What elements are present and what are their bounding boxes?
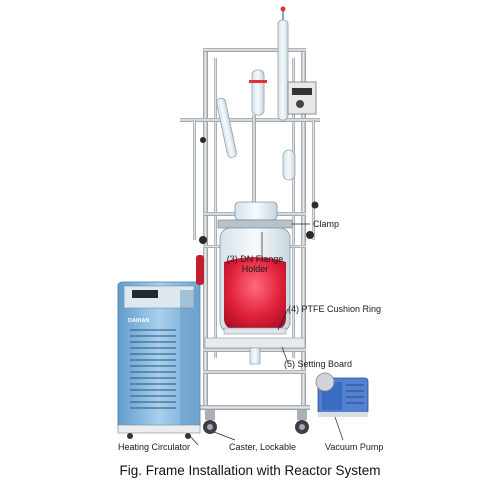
frame-top-bar (203, 48, 306, 52)
label-caster: Caster, Lockable (229, 442, 297, 452)
knob (311, 201, 319, 209)
frame-post-right (301, 48, 306, 410)
figure-caption: Fig. Frame Installation with Reactor Sys… (119, 463, 381, 478)
label-setting-board: (5) Setting Board (284, 359, 353, 369)
side-condenser (216, 97, 237, 158)
circulator-side (180, 290, 200, 430)
liquid (224, 257, 286, 330)
frame-side-rod-right (312, 120, 315, 240)
frame-post-left (203, 48, 208, 410)
circulator-display (132, 290, 158, 298)
glassware-top (216, 6, 317, 225)
cushion-ring (223, 327, 287, 335)
frame-cross-bar-5 (203, 370, 306, 374)
vessel-lid (234, 201, 278, 221)
bulb (282, 149, 296, 181)
frame-post-rear-left (214, 58, 217, 358)
label-dn-flange-holder: (3) DN Flange Holder (226, 254, 284, 274)
knob (199, 236, 207, 244)
frame-base-bar (200, 405, 310, 410)
vacuum-pump (315, 372, 369, 417)
dropping-funnel (251, 69, 265, 116)
label-heating-circulator: Heating Circulator (118, 442, 191, 452)
casters (203, 410, 309, 434)
drain-valve (249, 347, 261, 365)
circulator-brand: DAIHAN (128, 318, 149, 324)
knob (306, 231, 314, 239)
leader-lines (189, 223, 344, 446)
label-clamp: Clamp (313, 219, 340, 229)
pump-head (315, 372, 335, 392)
frame-post-rear-right (292, 58, 295, 358)
reactor-vessel (204, 201, 306, 365)
knob (200, 137, 206, 143)
temp-controller (287, 81, 317, 115)
label-ptfe-cushion-ring: (4) PTFE Cushion Ring (288, 304, 382, 314)
hose (196, 255, 204, 285)
frame-side-rod-left (193, 120, 196, 240)
setting-board (204, 337, 306, 349)
frame-cross-bar-1 (180, 118, 320, 122)
stirrer-shaft (252, 115, 256, 225)
condenser (277, 19, 289, 121)
heating-circulator (117, 255, 204, 439)
circulator-vents (130, 329, 176, 409)
flange (217, 219, 293, 229)
label-vacuum-pump: Vacuum Pump (325, 442, 384, 452)
